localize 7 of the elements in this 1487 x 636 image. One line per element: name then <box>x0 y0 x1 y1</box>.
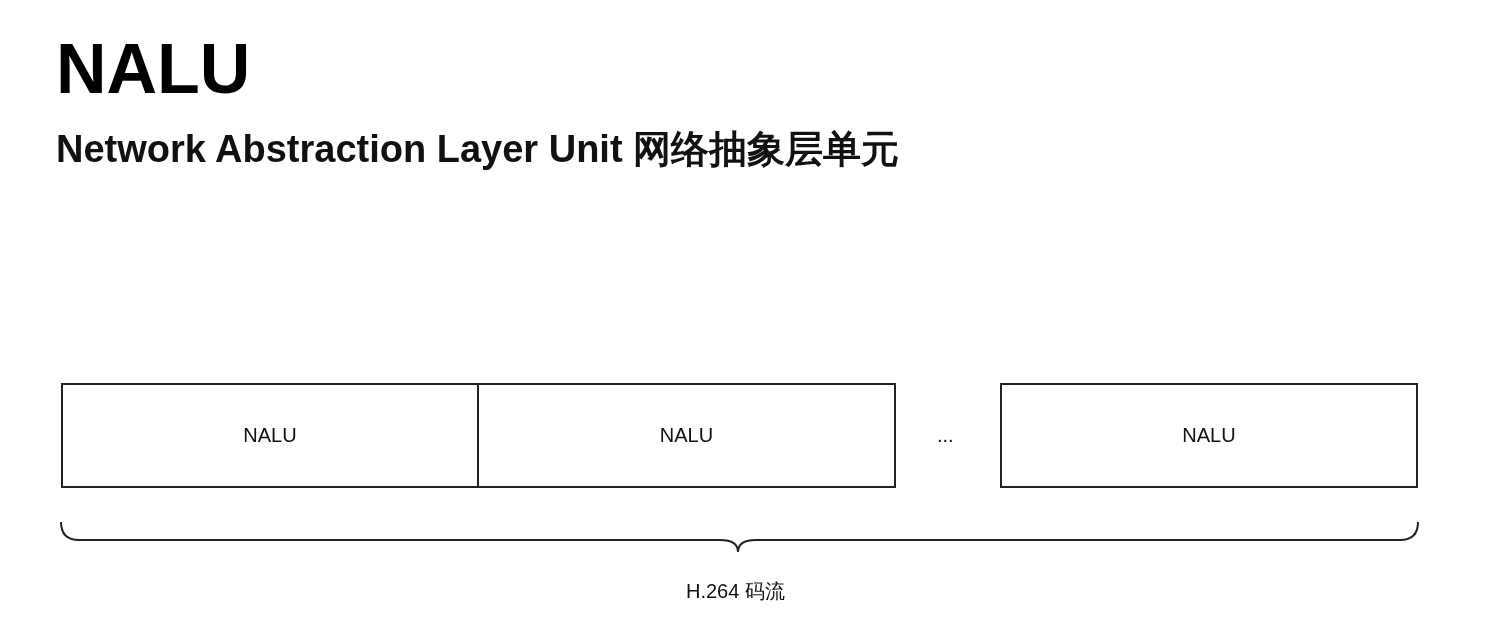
ellipsis-text: ... <box>937 424 954 447</box>
nalu-box: NALU <box>1000 383 1418 488</box>
stream-label: H.264 码流 <box>686 579 785 604</box>
nalu-box: NALU <box>477 383 896 488</box>
title-heading: NALU <box>56 29 251 110</box>
subtitle: Network Abstraction Layer Unit 网络抽象层单元 <box>56 127 900 172</box>
nalu-box: NALU <box>61 383 479 488</box>
